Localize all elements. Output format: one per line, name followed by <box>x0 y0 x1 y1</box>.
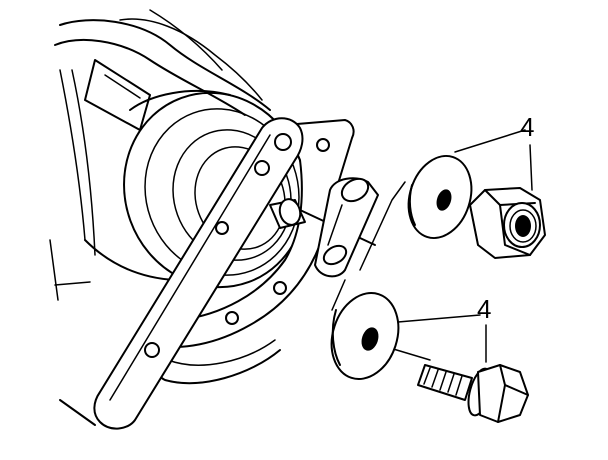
upper-washer <box>407 154 473 240</box>
callout-lower-label: 4 <box>477 294 491 324</box>
mounting-housing <box>49 9 271 301</box>
bushing <box>314 177 379 278</box>
bracket-plate <box>153 119 355 385</box>
callout-upper-label: 4 <box>520 112 534 142</box>
link-strap <box>59 117 304 430</box>
flange-bolt <box>417 364 529 423</box>
lower-washer <box>330 292 400 380</box>
callout-leaders <box>397 129 533 363</box>
hex-nut <box>469 187 546 259</box>
